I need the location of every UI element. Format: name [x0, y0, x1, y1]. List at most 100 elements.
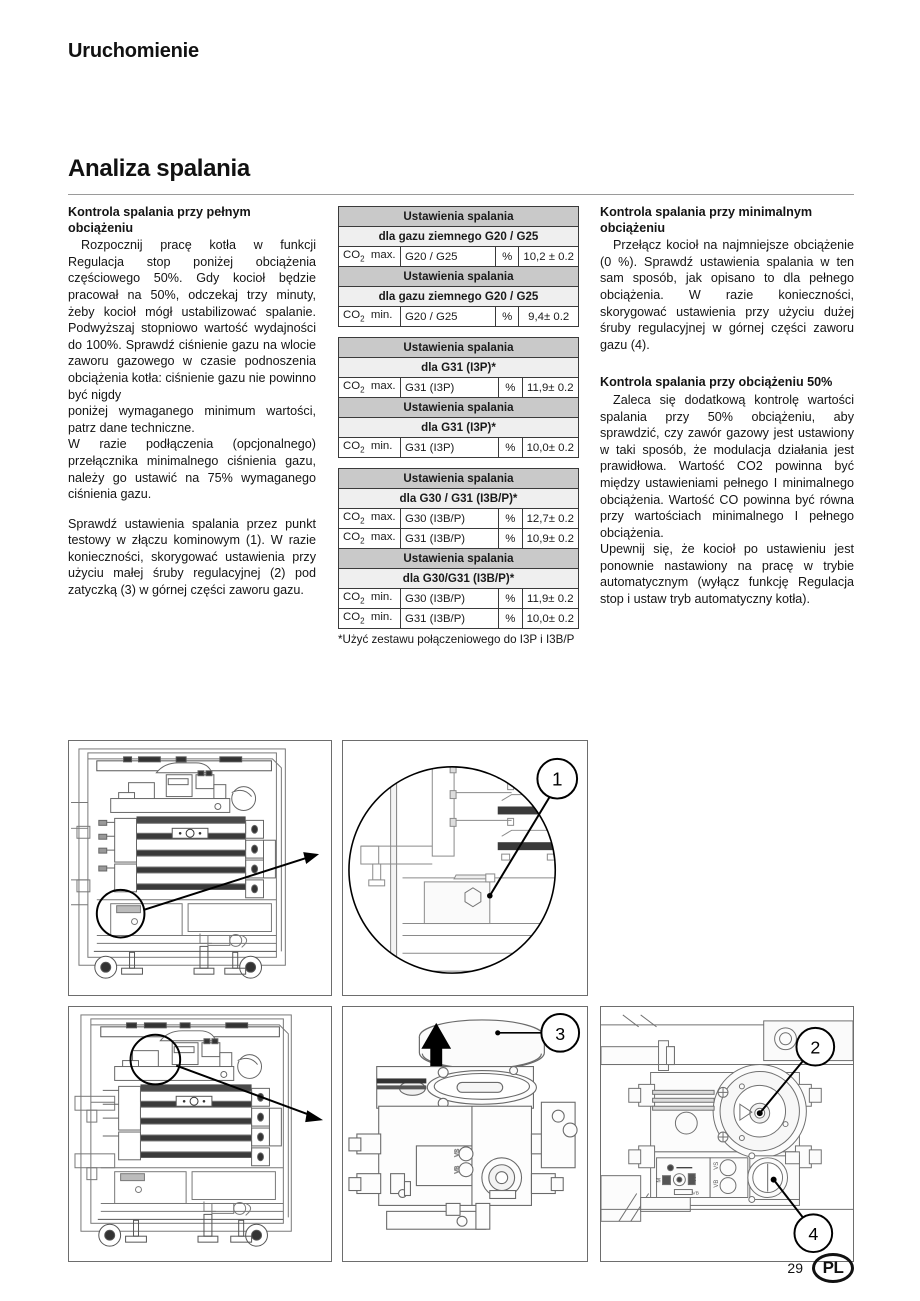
table-header: Ustawienia spalania	[338, 397, 579, 418]
right-heading-50-load: Kontrola spalania przy obciążeniu 50%	[600, 375, 833, 390]
page-header-title: Uruchomienie	[68, 40, 199, 62]
cell-value: 12,7± 0.2	[521, 508, 580, 529]
param-label: CO	[343, 611, 361, 624]
callout-3-label: 3	[555, 1024, 565, 1044]
left-paragraph-4: Sprawdź ustawienia spalania przez punkt …	[68, 516, 316, 598]
page-number: 29	[787, 1260, 803, 1276]
right-heading-min-load: Kontrola spalania przy minimalnym obciąż…	[600, 205, 813, 235]
table-subheader: dla G30 / G31 (I3B/P)*	[338, 488, 579, 509]
svg-text:VB: VB	[455, 1166, 461, 1174]
right-paragraph-2: Zaleca się dodatkową kontrolę wartości s…	[600, 392, 854, 540]
param-subscript: 2	[360, 314, 365, 324]
cell-unit: %	[498, 608, 523, 629]
table-row: CO2 min. G31 (I3P) % 10,0± 0.2	[338, 437, 580, 458]
page-footer: 29 PL	[787, 1253, 854, 1283]
table-header: Ustawienia spalania	[338, 266, 579, 287]
cell-value: 10,0± 0.2	[521, 437, 580, 458]
param-label: CO	[343, 591, 361, 604]
param-subscript: 2	[360, 254, 365, 264]
cell-gas: G20 / G25	[399, 306, 496, 327]
left-paragraph-2: poniżej wymaganego minimum wartości, pat…	[68, 404, 316, 435]
param-qualifier: min.	[370, 591, 393, 604]
cell-value: 10,9± 0.2	[521, 528, 580, 549]
table-footnote: *Użyć zestawu połączeniowego do I3P i I3…	[338, 633, 575, 646]
table-row: CO2 min. G20 / G25 % 9,4± 0.2	[338, 306, 579, 327]
right-paragraph-1: Przełącz kocioł na najmniejsze obciążeni…	[600, 238, 854, 352]
svg-text:VS: VS	[455, 1149, 461, 1157]
svg-text:VB: VB	[714, 1180, 720, 1188]
combustion-settings-tables: Ustawienia spalania dla gazu ziemnego G2…	[338, 206, 580, 646]
cell-parameter: CO2 min.	[338, 437, 401, 458]
figure-boiler-front-view	[68, 740, 332, 996]
svg-text:VB: VB	[692, 1191, 699, 1197]
language-badge: PL	[812, 1253, 854, 1283]
cell-unit: %	[498, 528, 523, 549]
param-qualifier: max.	[370, 511, 396, 524]
cell-gas: G20 / G25	[399, 246, 496, 267]
table-header: Ustawienia spalania	[338, 206, 579, 227]
detail-arrow	[144, 852, 320, 911]
param-qualifier: min.	[370, 440, 393, 453]
cell-unit: %	[498, 588, 523, 609]
table-row: CO2 max. G31 (I3P) % 11,9± 0.2	[338, 377, 580, 398]
table-header: Ustawienia spalania	[338, 468, 579, 489]
left-text-column: Kontrola spalania przy pełnym obciążeniu…	[68, 205, 316, 599]
right-paragraph-3: Upewnij się, że kocioł po ustawieniu jes…	[600, 542, 854, 607]
svg-text:M: M	[657, 1178, 663, 1183]
callout-4-label: 4	[808, 1224, 818, 1244]
table-g31-i3p: Ustawienia spalania dla G31 (I3P)* CO2 m…	[338, 337, 580, 458]
cell-unit: %	[494, 246, 520, 267]
cell-parameter: CO2 min.	[338, 608, 401, 629]
param-qualifier: min.	[370, 309, 393, 322]
param-qualifier: max.	[370, 531, 396, 544]
cell-unit: %	[494, 306, 520, 327]
figure-boiler-front-view-gas-valve	[68, 1006, 332, 1262]
right-text-column: Kontrola spalania przy minimalnym obciąż…	[600, 205, 854, 608]
left-paragraph-3: W razie podłączenia (opcjonalnego) przeł…	[68, 437, 316, 502]
cell-parameter: CO2 max.	[338, 377, 401, 398]
table-subheader: dla gazu ziemnego G20 / G25	[338, 286, 579, 307]
cell-value: 11,9± 0.2	[521, 588, 580, 609]
cell-unit: %	[498, 508, 523, 529]
cell-parameter: CO2 max.	[338, 528, 401, 549]
section-title: Analiza spalania	[68, 155, 250, 182]
cell-value: 10,2 ± 0.2	[518, 246, 579, 267]
param-subscript: 2	[360, 445, 365, 455]
figure-gas-valve-cap-removal: VS VB 3	[342, 1006, 588, 1262]
param-subscript: 2	[360, 596, 365, 606]
param-subscript: 2	[360, 616, 365, 626]
table-header: Ustawienia spalania	[338, 337, 579, 358]
cell-parameter: CO2 min.	[338, 306, 401, 327]
param-qualifier: max.	[370, 380, 396, 393]
detail-arrow	[175, 1064, 324, 1123]
table-g20-g25-max: Ustawienia spalania dla gazu ziemnego G2…	[338, 206, 579, 327]
param-qualifier: max.	[370, 249, 396, 262]
param-label: CO	[343, 440, 361, 453]
table-row: CO2 max. G20 / G25 % 10,2 ± 0.2	[338, 246, 579, 267]
header-divider	[68, 194, 854, 195]
param-label: CO	[343, 531, 361, 544]
table-subheader: dla gazu ziemnego G20 / G25	[338, 226, 579, 247]
cell-gas: G31 (I3P)	[399, 437, 499, 458]
table-subheader: dla G31 (I3P)*	[338, 417, 579, 438]
svg-text:VI: VI	[692, 1177, 698, 1183]
param-subscript: 2	[360, 516, 365, 526]
cell-gas: G30 (I3B/P)	[399, 588, 500, 609]
table-row: CO2 max. G30 (I3B/P) % 12,7± 0.2	[338, 508, 580, 529]
table-header: Ustawienia spalania	[338, 548, 579, 569]
cell-gas: G31 (I3B/P)	[399, 608, 500, 629]
cell-parameter: CO2 max.	[338, 246, 401, 267]
cell-unit: %	[497, 437, 523, 458]
figure-gas-valve-adjustment-screws: VS VB M VI VB 2 4	[600, 1006, 854, 1262]
table-row: CO2 min. G31 (I3B/P) % 10,0± 0.2	[338, 608, 580, 629]
table-row: CO2 max. G31 (I3B/P) % 10,9± 0.2	[338, 528, 580, 549]
cell-gas: G31 (I3P)	[399, 377, 499, 398]
svg-text:VS: VS	[714, 1162, 720, 1170]
cell-value: 9,4± 0.2	[518, 306, 579, 327]
cell-gas: G30 (I3B/P)	[399, 508, 500, 529]
cell-value: 10,0± 0.2	[521, 608, 580, 629]
left-heading-full-load: Kontrola spalania przy pełnym obciążeniu	[68, 205, 251, 235]
cell-gas: G31 (I3B/P)	[399, 528, 500, 549]
param-label: CO	[343, 309, 361, 322]
param-subscript: 2	[360, 536, 365, 546]
